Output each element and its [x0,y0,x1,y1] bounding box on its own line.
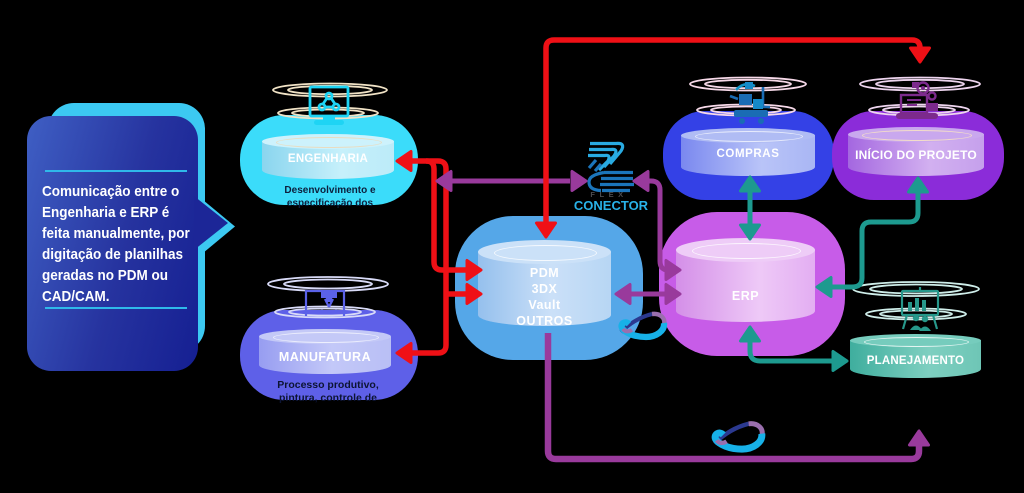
svg-text:CONECTOR: CONECTOR [574,198,649,213]
svg-text:FLEX: FLEX [590,190,627,199]
